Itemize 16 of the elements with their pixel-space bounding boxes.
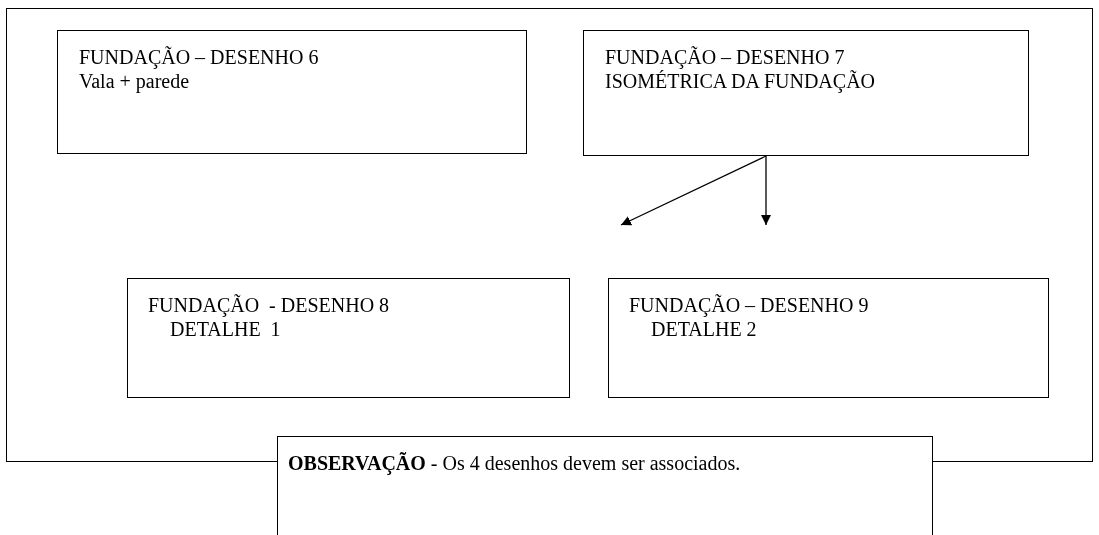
box-title: FUNDAÇÃO – DESENHO 7 [605, 45, 845, 69]
text-box [583, 30, 1029, 156]
arrow [620, 155, 767, 226]
box-title: FUNDAÇÃO – DESENHO 9 [629, 293, 869, 317]
arrow [761, 155, 771, 226]
text-box [608, 278, 1049, 398]
text-box [277, 436, 933, 535]
box-title: FUNDAÇÃO – DESENHO 6 [79, 45, 319, 69]
note-text: OBSERVAÇÃO - Os 4 desenhos devem ser associados. [288, 451, 742, 475]
box-subtitle: DETALHE 1 [169, 317, 281, 341]
text-box [57, 30, 527, 154]
box-title: FUNDAÇÃO - DESENHO 8 [148, 293, 390, 317]
box-subtitle: ISOMÉTRICA DA FUNDAÇÃO [605, 69, 876, 93]
box-subtitle: Vala + parede [79, 69, 190, 93]
box-subtitle: DETALHE 2 [650, 317, 757, 341]
text-box [127, 278, 570, 398]
